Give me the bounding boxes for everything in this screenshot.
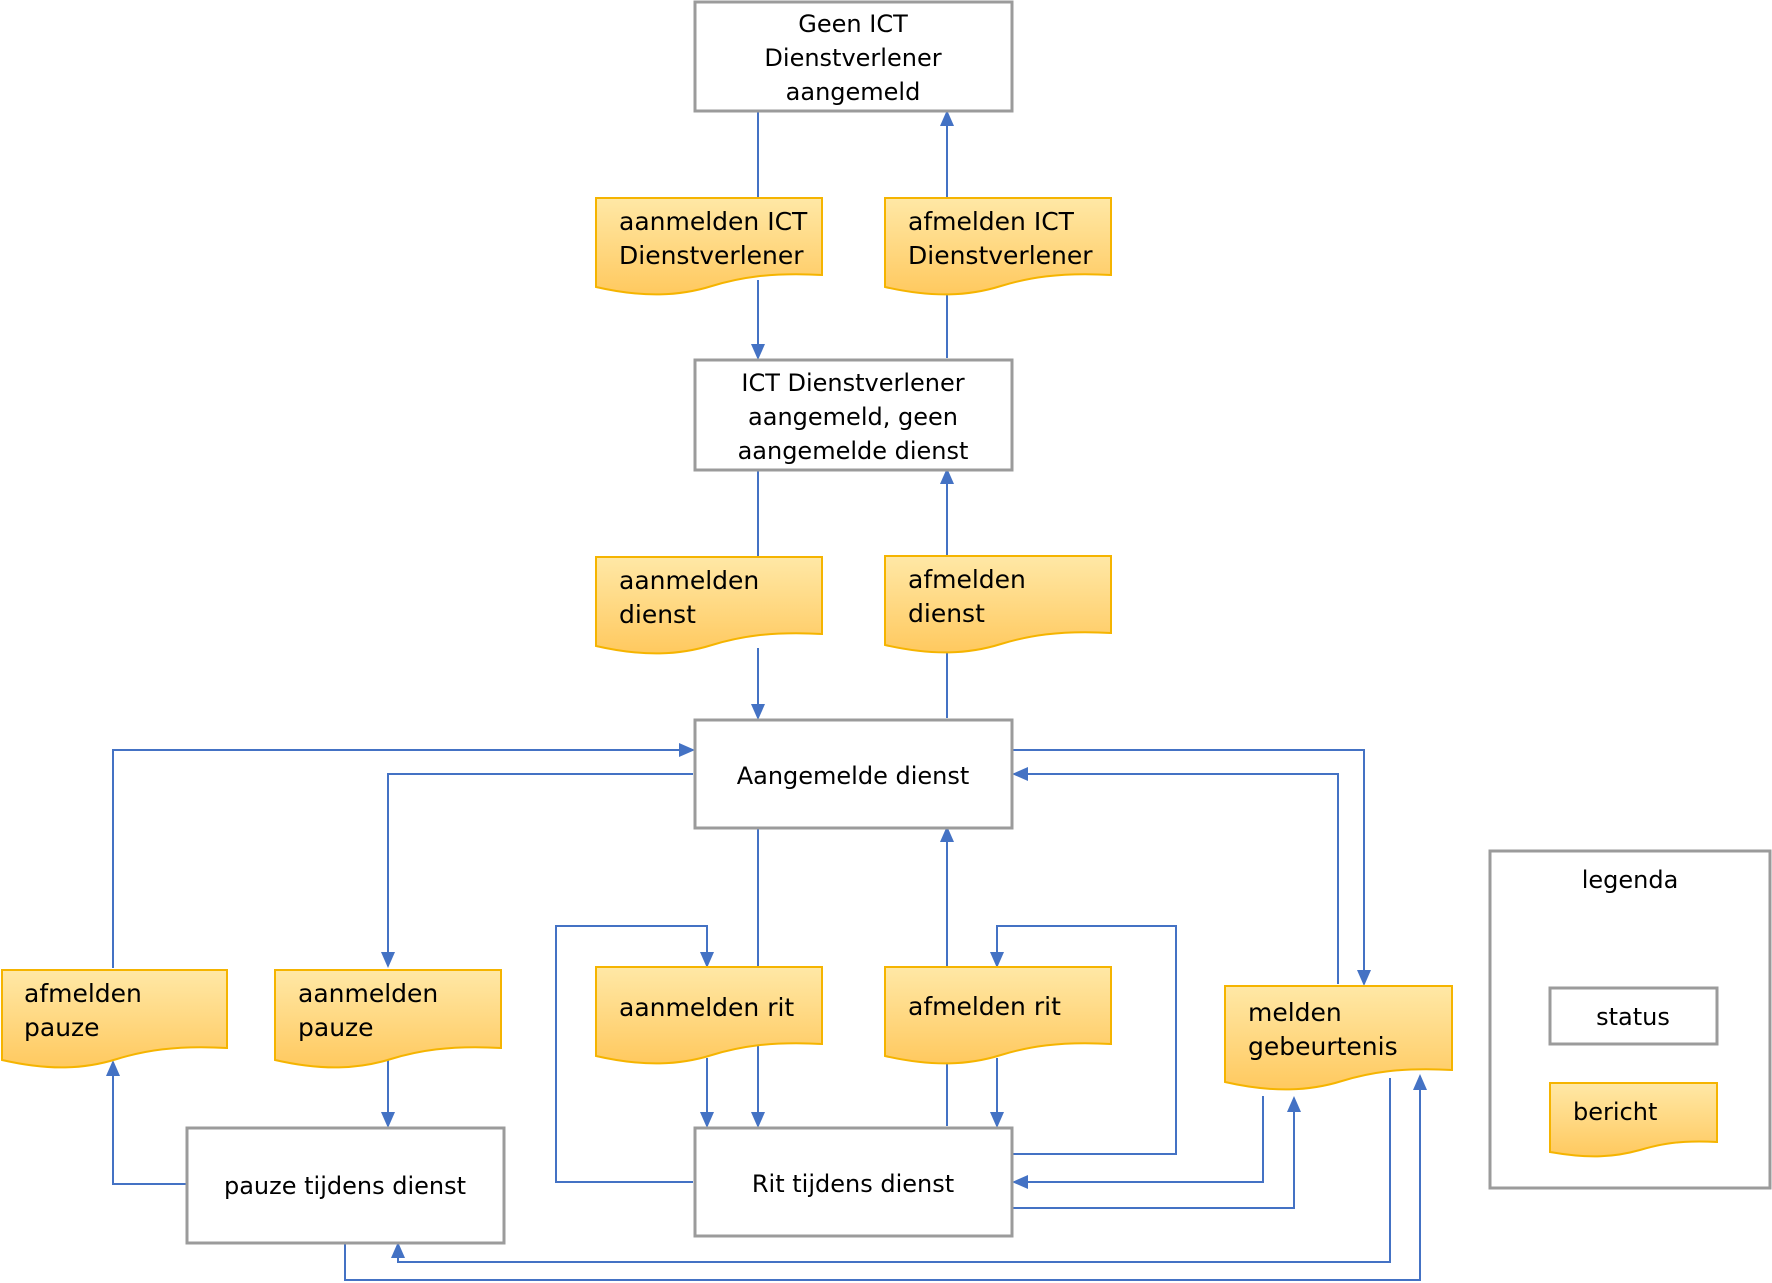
- state-aangemelde-dienst-label: Aangemelde dienst: [737, 762, 970, 790]
- connector-afmelden-pauze-to-aangemelde-dienst: [112, 743, 695, 968]
- state-aangemelde-dienst: Aangemelde dienst: [693, 718, 1014, 830]
- state-geen-ict-line-2: Dienstverlener: [764, 44, 941, 72]
- message-aanmelden-dienst-line-2: dienst: [619, 600, 696, 629]
- connector-aangemelde-dienst-to-melden-gebeurtenis: [1012, 749, 1371, 986]
- legend-message-label: bericht: [1573, 1098, 1657, 1126]
- message-afmelden-ict: afmelden ICT Dienstverlener: [884, 197, 1112, 296]
- message-afmelden-pauze-line-2: pauze: [24, 1013, 100, 1042]
- message-aanmelden-pauze-line-1: aanmelden: [298, 979, 438, 1008]
- state-ict-aangemeld-line-3: aangemelde dienst: [738, 437, 969, 465]
- message-aanmelden-rit-label: aanmelden rit: [619, 993, 794, 1022]
- connector-rit-to-aanmelden-rit-loop: [555, 925, 714, 1183]
- state-rit-label: Rit tijdens dienst: [752, 1170, 954, 1198]
- message-aanmelden-ict-line-1: aanmelden ICT: [619, 207, 808, 236]
- state-ict-aangemeld-line-1: ICT Dienstverlener: [741, 369, 964, 397]
- message-afmelden-rit: afmelden rit: [884, 966, 1112, 1065]
- state-pauze-tijdens-dienst: pauze tijdens dienst: [185, 1126, 506, 1245]
- state-geen-ict: Geen ICT Dienstverlener aangemeld: [693, 0, 1014, 113]
- connector-melden-gebeurtenis-to-aangemelde-dienst: [1012, 767, 1339, 984]
- legend: legenda status bericht: [1488, 849, 1772, 1190]
- message-melden-gebeurtenis-line-2: gebeurtenis: [1248, 1032, 1398, 1061]
- message-aanmelden-rit: aanmelden rit: [595, 966, 823, 1065]
- message-aanmelden-dienst-line-1: aanmelden: [619, 566, 759, 595]
- legend-message-swatch: bericht: [1549, 1082, 1718, 1158]
- message-aanmelden-ict: aanmelden ICT Dienstverlener: [595, 197, 823, 296]
- message-aanmelden-pauze-line-2: pauze: [298, 1013, 374, 1042]
- message-afmelden-pauze: afmelden pauze: [0, 969, 228, 1069]
- state-ict-aangemeld: ICT Dienstverlener aangemeld, geen aange…: [693, 358, 1014, 472]
- connector-melden-gebeurtenis-to-pauze: [391, 1078, 1391, 1263]
- message-afmelden-ict-line-2: Dienstverlener: [908, 241, 1093, 270]
- message-afmelden-pauze-line-1: afmelden: [24, 979, 142, 1008]
- message-afmelden-dienst-line-2: dienst: [908, 599, 985, 628]
- message-afmelden-ict-line-1: afmelden ICT: [908, 207, 1075, 236]
- state-geen-ict-line-3: aangemeld: [786, 78, 921, 106]
- connector-pauze-to-afmelden-pauze: [106, 1060, 186, 1185]
- message-afmelden-dienst: afmelden dienst: [884, 555, 1112, 654]
- legend-title: legenda: [1582, 866, 1679, 894]
- state-geen-ict-line-1: Geen ICT: [798, 10, 908, 38]
- state-rit-tijdens-dienst: Rit tijdens dienst: [693, 1126, 1014, 1238]
- message-afmelden-dienst-line-1: afmelden: [908, 565, 1026, 594]
- message-afmelden-rit-label: afmelden rit: [908, 992, 1061, 1021]
- state-ict-aangemeld-line-2: aangemeld, geen: [748, 403, 958, 431]
- connectors: [106, 110, 1427, 1281]
- message-aanmelden-dienst: aanmelden dienst: [595, 556, 823, 655]
- connector-rit-to-afmelden-rit-loop: [990, 925, 1177, 1155]
- state-pauze-label: pauze tijdens dienst: [224, 1172, 466, 1200]
- message-aanmelden-pauze: aanmelden pauze: [274, 969, 502, 1069]
- connector-aangemelde-dienst-to-aanmelden-pauze: [381, 773, 693, 968]
- message-aanmelden-ict-line-2: Dienstverlener: [619, 241, 804, 270]
- message-melden-gebeurtenis: melden gebeurtenis: [1224, 985, 1453, 1091]
- legend-status-swatch: status: [1548, 986, 1719, 1046]
- connector-pauze-to-melden-gebeurtenis: [344, 1074, 1427, 1281]
- connector-rit-to-melden-gebeurtenis: [1012, 1096, 1301, 1209]
- connector-melden-gebeurtenis-to-rit: [1012, 1096, 1264, 1189]
- legend-status-label: status: [1596, 1003, 1670, 1031]
- message-melden-gebeurtenis-line-1: melden: [1248, 998, 1342, 1027]
